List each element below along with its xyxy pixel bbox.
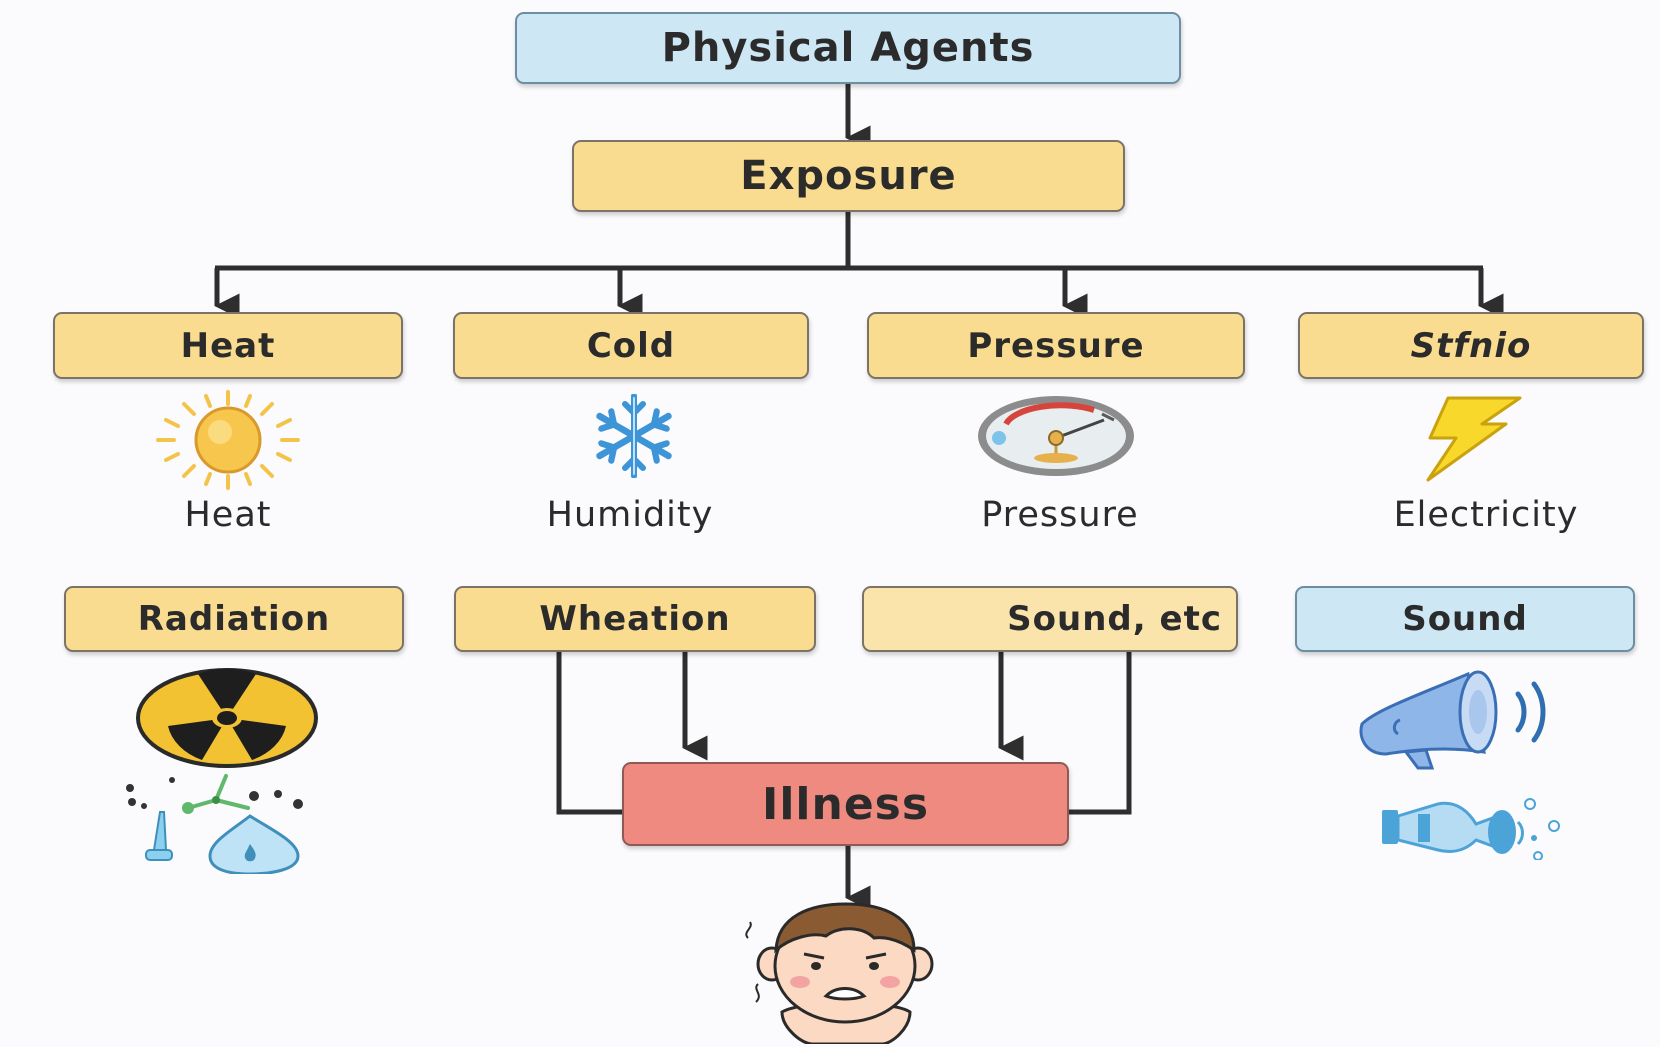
lightning-bolt-icon (1426, 396, 1522, 482)
snowflake-icon (596, 394, 672, 478)
caption-pressure: Pressure (981, 495, 1139, 535)
category-box-pressure: Pressure (867, 312, 1245, 379)
sound-to-illness-bracket (1069, 652, 1132, 815)
caption-humidity: Humidity (546, 495, 714, 535)
molecule-droplet-icon (126, 774, 303, 874)
exposure-box: Exposure (572, 140, 1125, 212)
horn-icon (1382, 798, 1560, 860)
radiation-box: Radiation (64, 586, 404, 652)
category-box-cold: Cold (453, 312, 809, 379)
wheation-to-illness-bracket (556, 652, 622, 815)
sound-etc-box: Sound, etc (862, 586, 1238, 652)
sun-icon (156, 390, 300, 490)
sound-box: Sound (1295, 586, 1635, 652)
category-box-stfnio: Stfnio (1298, 312, 1644, 379)
megaphone-icon (1359, 670, 1546, 770)
sick-child-icon (745, 902, 934, 1044)
caption-heat: Heat (184, 495, 272, 535)
category-box-heat: Heat (53, 312, 403, 379)
illness-box: Illness (622, 762, 1069, 846)
physical-agents-title: Physical Agents (515, 12, 1181, 84)
pressure-gauge-icon (978, 396, 1134, 476)
wheation-box: Wheation (454, 586, 816, 652)
caption-electricity: Electricity (1393, 495, 1579, 535)
radiation-icon (136, 668, 318, 768)
